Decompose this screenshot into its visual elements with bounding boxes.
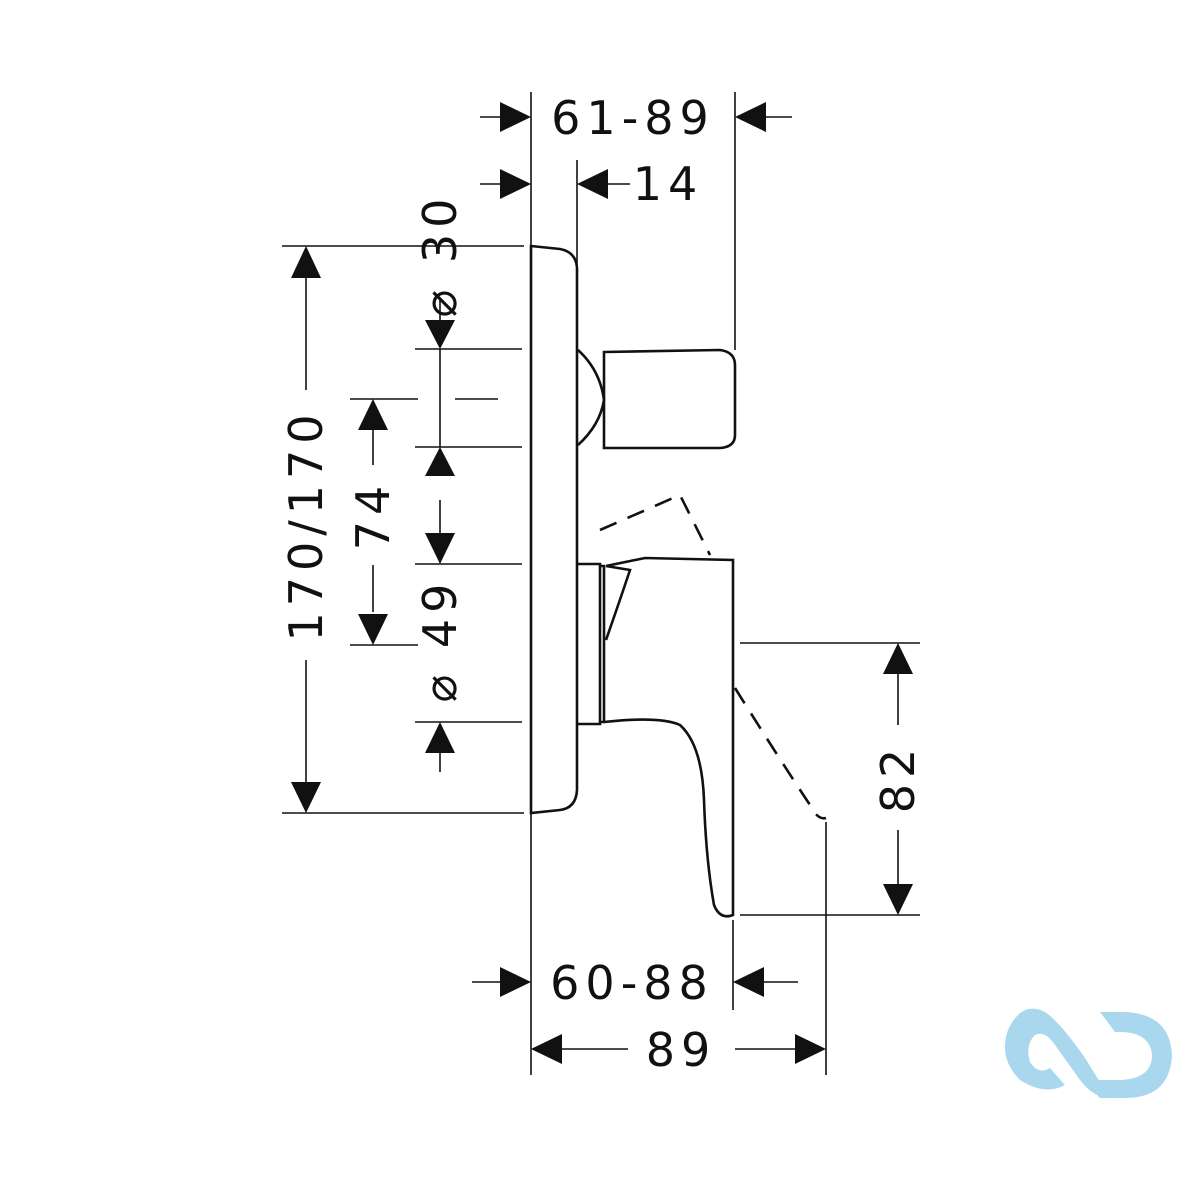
dim-knob-offset-label: 14 <box>633 157 704 211</box>
dim-total-depth: 89 <box>531 822 827 1077</box>
diverter-knob <box>577 348 737 450</box>
dim-height-mid-label: 74 <box>346 480 400 551</box>
dim-top-width-label: 61-89 <box>551 91 715 145</box>
dim-diameter-top-label: ⌀ 30 <box>413 193 467 318</box>
brand-logo <box>1004 1008 1172 1099</box>
dim-lever-height: 82 <box>740 642 925 916</box>
dim-diameter-bottom: ⌀ 49 <box>413 500 522 772</box>
dim-diameter-top: ⌀ 30 <box>413 193 522 476</box>
dim-height-total-label: 170/170 <box>279 408 333 641</box>
dim-top-width: 61-89 <box>480 91 792 1075</box>
lever-alt-position <box>599 493 827 820</box>
dim-lever-height-label: 82 <box>871 743 925 814</box>
dim-knob-offset: 14 <box>480 157 704 270</box>
dim-diameter-bottom-label: ⌀ 49 <box>413 578 467 703</box>
dim-bottom-width: 60-88 <box>472 920 798 1010</box>
dim-height-mid: 74 <box>346 398 498 646</box>
wall-plate <box>529 244 579 815</box>
dim-bottom-width-label: 60-88 <box>550 956 714 1010</box>
dim-total-depth-label: 89 <box>646 1023 717 1077</box>
dim-height-total: 170/170 <box>279 245 524 814</box>
mixer-lever <box>578 556 735 918</box>
